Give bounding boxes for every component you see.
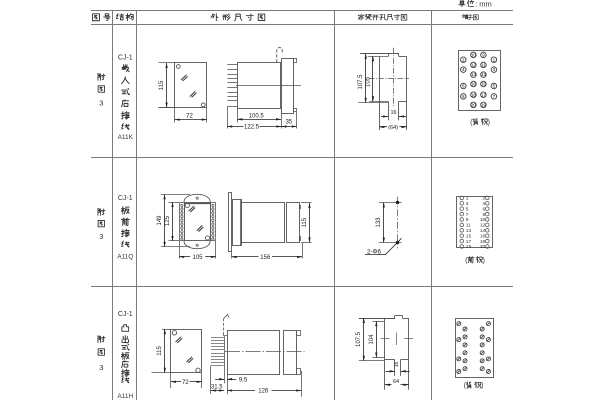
svg-text:125: 125	[165, 215, 171, 226]
svg-text:(: (	[464, 383, 467, 390]
svg-text:17: 17	[466, 239, 472, 245]
svg-text:14: 14	[480, 228, 486, 234]
svg-text:9: 9	[466, 217, 469, 223]
svg-text:11: 11	[481, 63, 486, 68]
svg-text:(64): (64)	[388, 125, 398, 131]
svg-text:10: 10	[480, 217, 486, 223]
svg-text:156: 156	[260, 255, 271, 261]
svg-text:126: 126	[258, 389, 269, 395]
svg-text:4: 4	[462, 67, 465, 72]
svg-text:9.5: 9.5	[239, 377, 248, 383]
svg-text:3: 3	[99, 99, 103, 108]
svg-text:16: 16	[390, 110, 396, 116]
svg-text:72: 72	[182, 380, 189, 386]
svg-text:149: 149	[157, 215, 163, 226]
svg-text:17: 17	[481, 92, 487, 97]
svg-text:105: 105	[365, 76, 371, 87]
svg-text:10: 10	[471, 53, 477, 58]
svg-text:9: 9	[482, 53, 485, 58]
svg-text:105: 105	[192, 255, 203, 261]
svg-text:3: 3	[493, 67, 496, 72]
svg-text:3: 3	[466, 201, 469, 207]
svg-text:): )	[481, 383, 483, 390]
svg-text:): )	[488, 119, 490, 126]
svg-text:2: 2	[483, 196, 486, 202]
svg-text:14: 14	[471, 72, 477, 77]
svg-text:20: 20	[480, 244, 486, 250]
svg-text:A11Q: A11Q	[117, 253, 133, 260]
svg-text:6: 6	[462, 84, 465, 89]
svg-text:15: 15	[466, 233, 472, 239]
svg-text:20: 20	[471, 102, 477, 107]
svg-text:8: 8	[483, 212, 486, 218]
svg-text:100.5: 100.5	[249, 113, 265, 119]
svg-text:16: 16	[471, 82, 477, 87]
svg-text:133: 133	[376, 217, 382, 228]
svg-text:107.5: 107.5	[358, 74, 364, 90]
svg-text:3: 3	[99, 363, 103, 372]
svg-text:A11K: A11K	[118, 134, 134, 141]
svg-text:18: 18	[471, 92, 477, 97]
svg-text:6: 6	[483, 206, 486, 212]
svg-text:13: 13	[481, 72, 487, 77]
svg-text:11: 11	[466, 223, 471, 229]
svg-text:15: 15	[481, 82, 487, 87]
svg-text:115: 115	[302, 217, 308, 227]
svg-text:1: 1	[466, 196, 469, 202]
svg-text:CJ-1: CJ-1	[118, 54, 133, 61]
svg-text:16: 16	[394, 362, 400, 368]
svg-text:122.5: 122.5	[244, 125, 260, 131]
svg-text:1: 1	[493, 57, 496, 62]
svg-text:72: 72	[186, 114, 193, 120]
svg-text:4: 4	[483, 201, 486, 207]
svg-text:CJ-1: CJ-1	[118, 311, 133, 318]
svg-text:8: 8	[462, 94, 465, 99]
svg-text:31.5: 31.5	[211, 385, 223, 391]
svg-text:35: 35	[285, 120, 292, 126]
svg-text:104: 104	[369, 334, 375, 345]
svg-text:64: 64	[393, 379, 399, 385]
svg-text:CJ-1: CJ-1	[118, 195, 133, 202]
svg-text:16: 16	[480, 233, 486, 239]
svg-text:2-Φ6: 2-Φ6	[367, 249, 381, 256]
svg-text:19: 19	[481, 102, 487, 107]
svg-text:2: 2	[462, 57, 465, 62]
svg-text:(: (	[465, 257, 468, 264]
svg-text:A11H: A11H	[117, 393, 133, 400]
svg-text:107.5: 107.5	[356, 331, 362, 347]
svg-text:115: 115	[157, 346, 163, 356]
svg-text:115: 115	[159, 80, 165, 90]
svg-text:19: 19	[466, 244, 472, 250]
svg-text:13: 13	[466, 228, 472, 234]
svg-text:12: 12	[480, 223, 486, 229]
svg-text:mm: mm	[479, 0, 492, 9]
svg-text:3: 3	[99, 232, 103, 241]
svg-text:7: 7	[466, 212, 469, 218]
svg-text:5: 5	[493, 84, 496, 89]
svg-text:18: 18	[480, 239, 486, 245]
svg-text::: :	[476, 1, 478, 8]
svg-text:7: 7	[493, 94, 496, 99]
svg-text:5: 5	[466, 206, 469, 212]
svg-text:(: (	[470, 119, 473, 126]
svg-text:12: 12	[471, 63, 477, 68]
svg-text:): )	[483, 257, 485, 264]
